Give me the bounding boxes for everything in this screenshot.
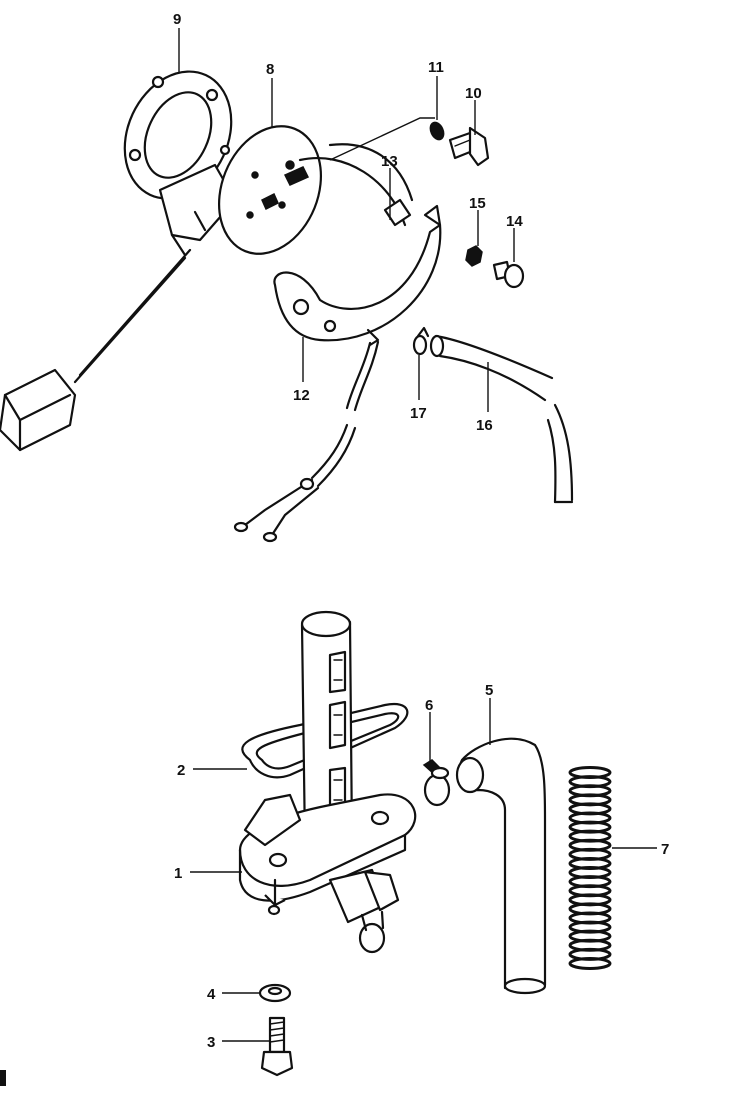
part-6-clip	[422, 759, 451, 807]
spring-coil	[568, 956, 612, 970]
float	[0, 368, 77, 452]
part-2-gasket	[241, 702, 409, 779]
callout-5: 5	[485, 682, 493, 699]
callout-4: 4	[207, 986, 216, 1003]
callout-2: 2	[177, 762, 185, 779]
part-5-hose	[455, 737, 547, 995]
callout-1: 1	[174, 865, 182, 882]
callout-13: 13	[381, 153, 398, 170]
callout-11: 11	[428, 59, 444, 76]
callout-17: 17	[410, 405, 427, 422]
part-9-gasket	[123, 70, 233, 200]
part-11-washer	[429, 121, 445, 141]
callout-14: 14	[506, 213, 523, 230]
gauge-arm-bracket	[158, 163, 237, 257]
part-13-cover	[273, 143, 442, 342]
part-10-bolt	[448, 126, 490, 167]
part-1-fuel-cock	[238, 793, 417, 954]
leader-lines	[178, 28, 657, 1042]
callout-3: 3	[207, 1034, 215, 1051]
part-17-clip	[412, 326, 430, 356]
callout-6: 6	[425, 697, 433, 714]
callout-labels: 9 8 11 10 13 15 14 12 17 16 6 5 2 1 7 4 …	[173, 11, 669, 1051]
part-4-washer	[258, 983, 292, 1003]
callout-16: 16	[476, 417, 493, 434]
float-arm	[73, 248, 192, 384]
part-7-spring	[568, 766, 612, 970]
callout-15: 15	[469, 195, 486, 212]
wire-harness	[233, 328, 380, 543]
part-16-hose	[429, 334, 574, 504]
callout-7: 7	[661, 841, 669, 858]
callout-10: 10	[465, 85, 482, 102]
part-3-bolt	[260, 1016, 294, 1077]
page-edge-mark	[0, 1070, 6, 1086]
callout-9: 9	[173, 11, 181, 28]
callout-12: 12	[293, 387, 310, 404]
part-14-screw	[492, 260, 525, 289]
leader-8-11	[329, 117, 435, 161]
part-8-gauge-plate	[217, 125, 323, 255]
callout-8: 8	[266, 61, 274, 78]
part-15-nut	[465, 245, 483, 267]
